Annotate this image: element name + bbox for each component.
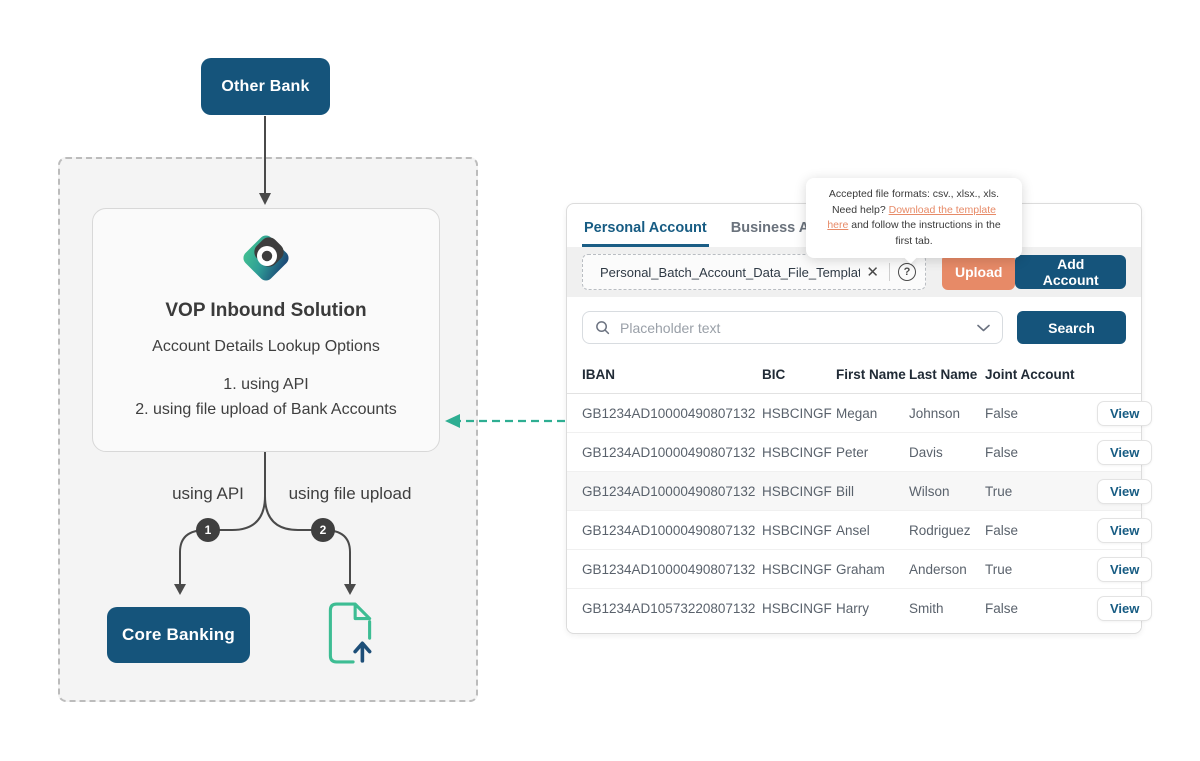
cell-first-name: Megan xyxy=(836,406,909,421)
cell-iban: GB1234AD10573220807132 xyxy=(582,601,762,616)
download-template-link-continued[interactable]: here xyxy=(827,219,848,231)
search-text-field[interactable] xyxy=(618,319,965,337)
header-last-name: Last Name xyxy=(909,367,985,382)
header-joint-account: Joint Account xyxy=(985,367,1097,382)
view-button[interactable]: View xyxy=(1097,518,1152,543)
view-button[interactable]: View xyxy=(1097,401,1152,426)
cell-last-name: Johnson xyxy=(909,406,985,421)
solution-subtitle: Account Details Lookup Options xyxy=(93,338,439,356)
cell-first-name: Graham xyxy=(836,562,909,577)
header-first-name: First Name xyxy=(836,367,909,382)
chevron-down-icon[interactable] xyxy=(977,324,990,332)
branch-label-using-api: using API xyxy=(150,484,266,504)
solution-option-1: 1. using API xyxy=(93,372,439,397)
table-header-row: IBAN BIC First Name Last Name Joint Acco… xyxy=(567,356,1141,394)
file-upload-field[interactable]: Personal_Batch_Account_Data_File_Templat… xyxy=(582,254,926,290)
core-banking-node: Core Banking xyxy=(107,607,250,663)
help-icon[interactable]: ? xyxy=(898,263,916,281)
branch-number-badge-1: 1 xyxy=(196,518,220,542)
solution-title: VOP Inbound Solution xyxy=(93,300,439,322)
cell-last-name: Davis xyxy=(909,445,985,460)
cell-joint-account: False xyxy=(985,601,1097,616)
cell-bic: HSBCINGF xyxy=(762,406,836,421)
search-input[interactable] xyxy=(582,311,1003,344)
table-row: GB1234AD10000490807132 HSBCINGF Megan Jo… xyxy=(567,394,1141,433)
search-icon xyxy=(595,320,610,335)
table-row: GB1234AD10000490807132 HSBCINGF Bill Wil… xyxy=(567,472,1141,511)
solution-option-2: 2. using file upload of Bank Accounts xyxy=(93,397,439,422)
upload-button[interactable]: Upload xyxy=(942,254,1015,290)
cell-first-name: Harry xyxy=(836,601,909,616)
cell-first-name: Peter xyxy=(836,445,909,460)
account-panel-card: Personal Account Business Account Person… xyxy=(566,203,1142,634)
header-bic: BIC xyxy=(762,367,836,382)
document-upload-icon xyxy=(324,601,376,670)
core-banking-label: Core Banking xyxy=(122,625,235,645)
table-body: GB1234AD10000490807132 HSBCINGF Megan Jo… xyxy=(567,394,1141,628)
cell-joint-account: True xyxy=(985,484,1097,499)
cell-iban: GB1234AD10000490807132 xyxy=(582,406,762,421)
cell-bic: HSBCINGF xyxy=(762,523,836,538)
view-button[interactable]: View xyxy=(1097,479,1152,504)
cell-last-name: Rodriguez xyxy=(909,523,985,538)
cell-first-name: Ansel xyxy=(836,523,909,538)
view-button[interactable]: View xyxy=(1097,440,1152,465)
cell-joint-account: False xyxy=(985,445,1097,460)
vop-solution-card: VOP Inbound Solution Account Details Loo… xyxy=(92,208,440,452)
divider xyxy=(889,263,890,281)
cell-first-name: Bill xyxy=(836,484,909,499)
add-account-button[interactable]: Add Account xyxy=(1015,255,1126,289)
search-toolbar: Search xyxy=(582,311,1126,344)
branch-number-badge-2: 2 xyxy=(311,518,335,542)
cell-last-name: Smith xyxy=(909,601,985,616)
download-template-link[interactable]: Download the template xyxy=(889,204,996,216)
tooltip-line-3-text: and follow the instructions in the xyxy=(848,219,1000,231)
table-row: GB1234AD10000490807132 HSBCINGF Ansel Ro… xyxy=(567,511,1141,550)
clear-file-icon[interactable]: ✕ xyxy=(860,265,885,280)
table-row: GB1234AD10000490807132 HSBCINGF Peter Da… xyxy=(567,433,1141,472)
cell-joint-account: True xyxy=(985,562,1097,577)
cell-iban: GB1234AD10000490807132 xyxy=(582,445,762,460)
cell-joint-account: False xyxy=(985,406,1097,421)
upload-help-tooltip: Accepted file formats: csv., xlsx., xls.… xyxy=(806,178,1022,258)
tooltip-line-1: Accepted file formats: csv., xlsx., xls. xyxy=(816,187,1012,203)
view-button[interactable]: View xyxy=(1097,596,1152,621)
cell-iban: GB1234AD10000490807132 xyxy=(582,484,762,499)
table-row: GB1234AD10573220807132 HSBCINGF Harry Sm… xyxy=(567,589,1141,628)
b-diamond-logo-icon xyxy=(237,229,295,292)
table-row: GB1234AD10000490807132 HSBCINGF Graham A… xyxy=(567,550,1141,589)
other-bank-label: Other Bank xyxy=(221,78,309,96)
uploaded-file-name: Personal_Batch_Account_Data_File_Templat… xyxy=(592,265,860,280)
search-button[interactable]: Search xyxy=(1017,311,1126,344)
other-bank-node: Other Bank xyxy=(201,58,330,115)
cell-bic: HSBCINGF xyxy=(762,445,836,460)
cell-joint-account: False xyxy=(985,523,1097,538)
view-button[interactable]: View xyxy=(1097,557,1152,582)
cell-iban: GB1234AD10000490807132 xyxy=(582,523,762,538)
header-iban: IBAN xyxy=(582,367,762,382)
cell-bic: HSBCINGF xyxy=(762,601,836,616)
cell-bic: HSBCINGF xyxy=(762,562,836,577)
tooltip-line-2-text: Need help? xyxy=(832,204,889,216)
tooltip-line-4: first tab. xyxy=(816,234,1012,250)
cell-last-name: Anderson xyxy=(909,562,985,577)
branch-label-using-file-upload: using file upload xyxy=(276,484,424,504)
cell-bic: HSBCINGF xyxy=(762,484,836,499)
cell-iban: GB1234AD10000490807132 xyxy=(582,562,762,577)
cell-last-name: Wilson xyxy=(909,484,985,499)
tab-personal-account[interactable]: Personal Account xyxy=(582,208,709,247)
